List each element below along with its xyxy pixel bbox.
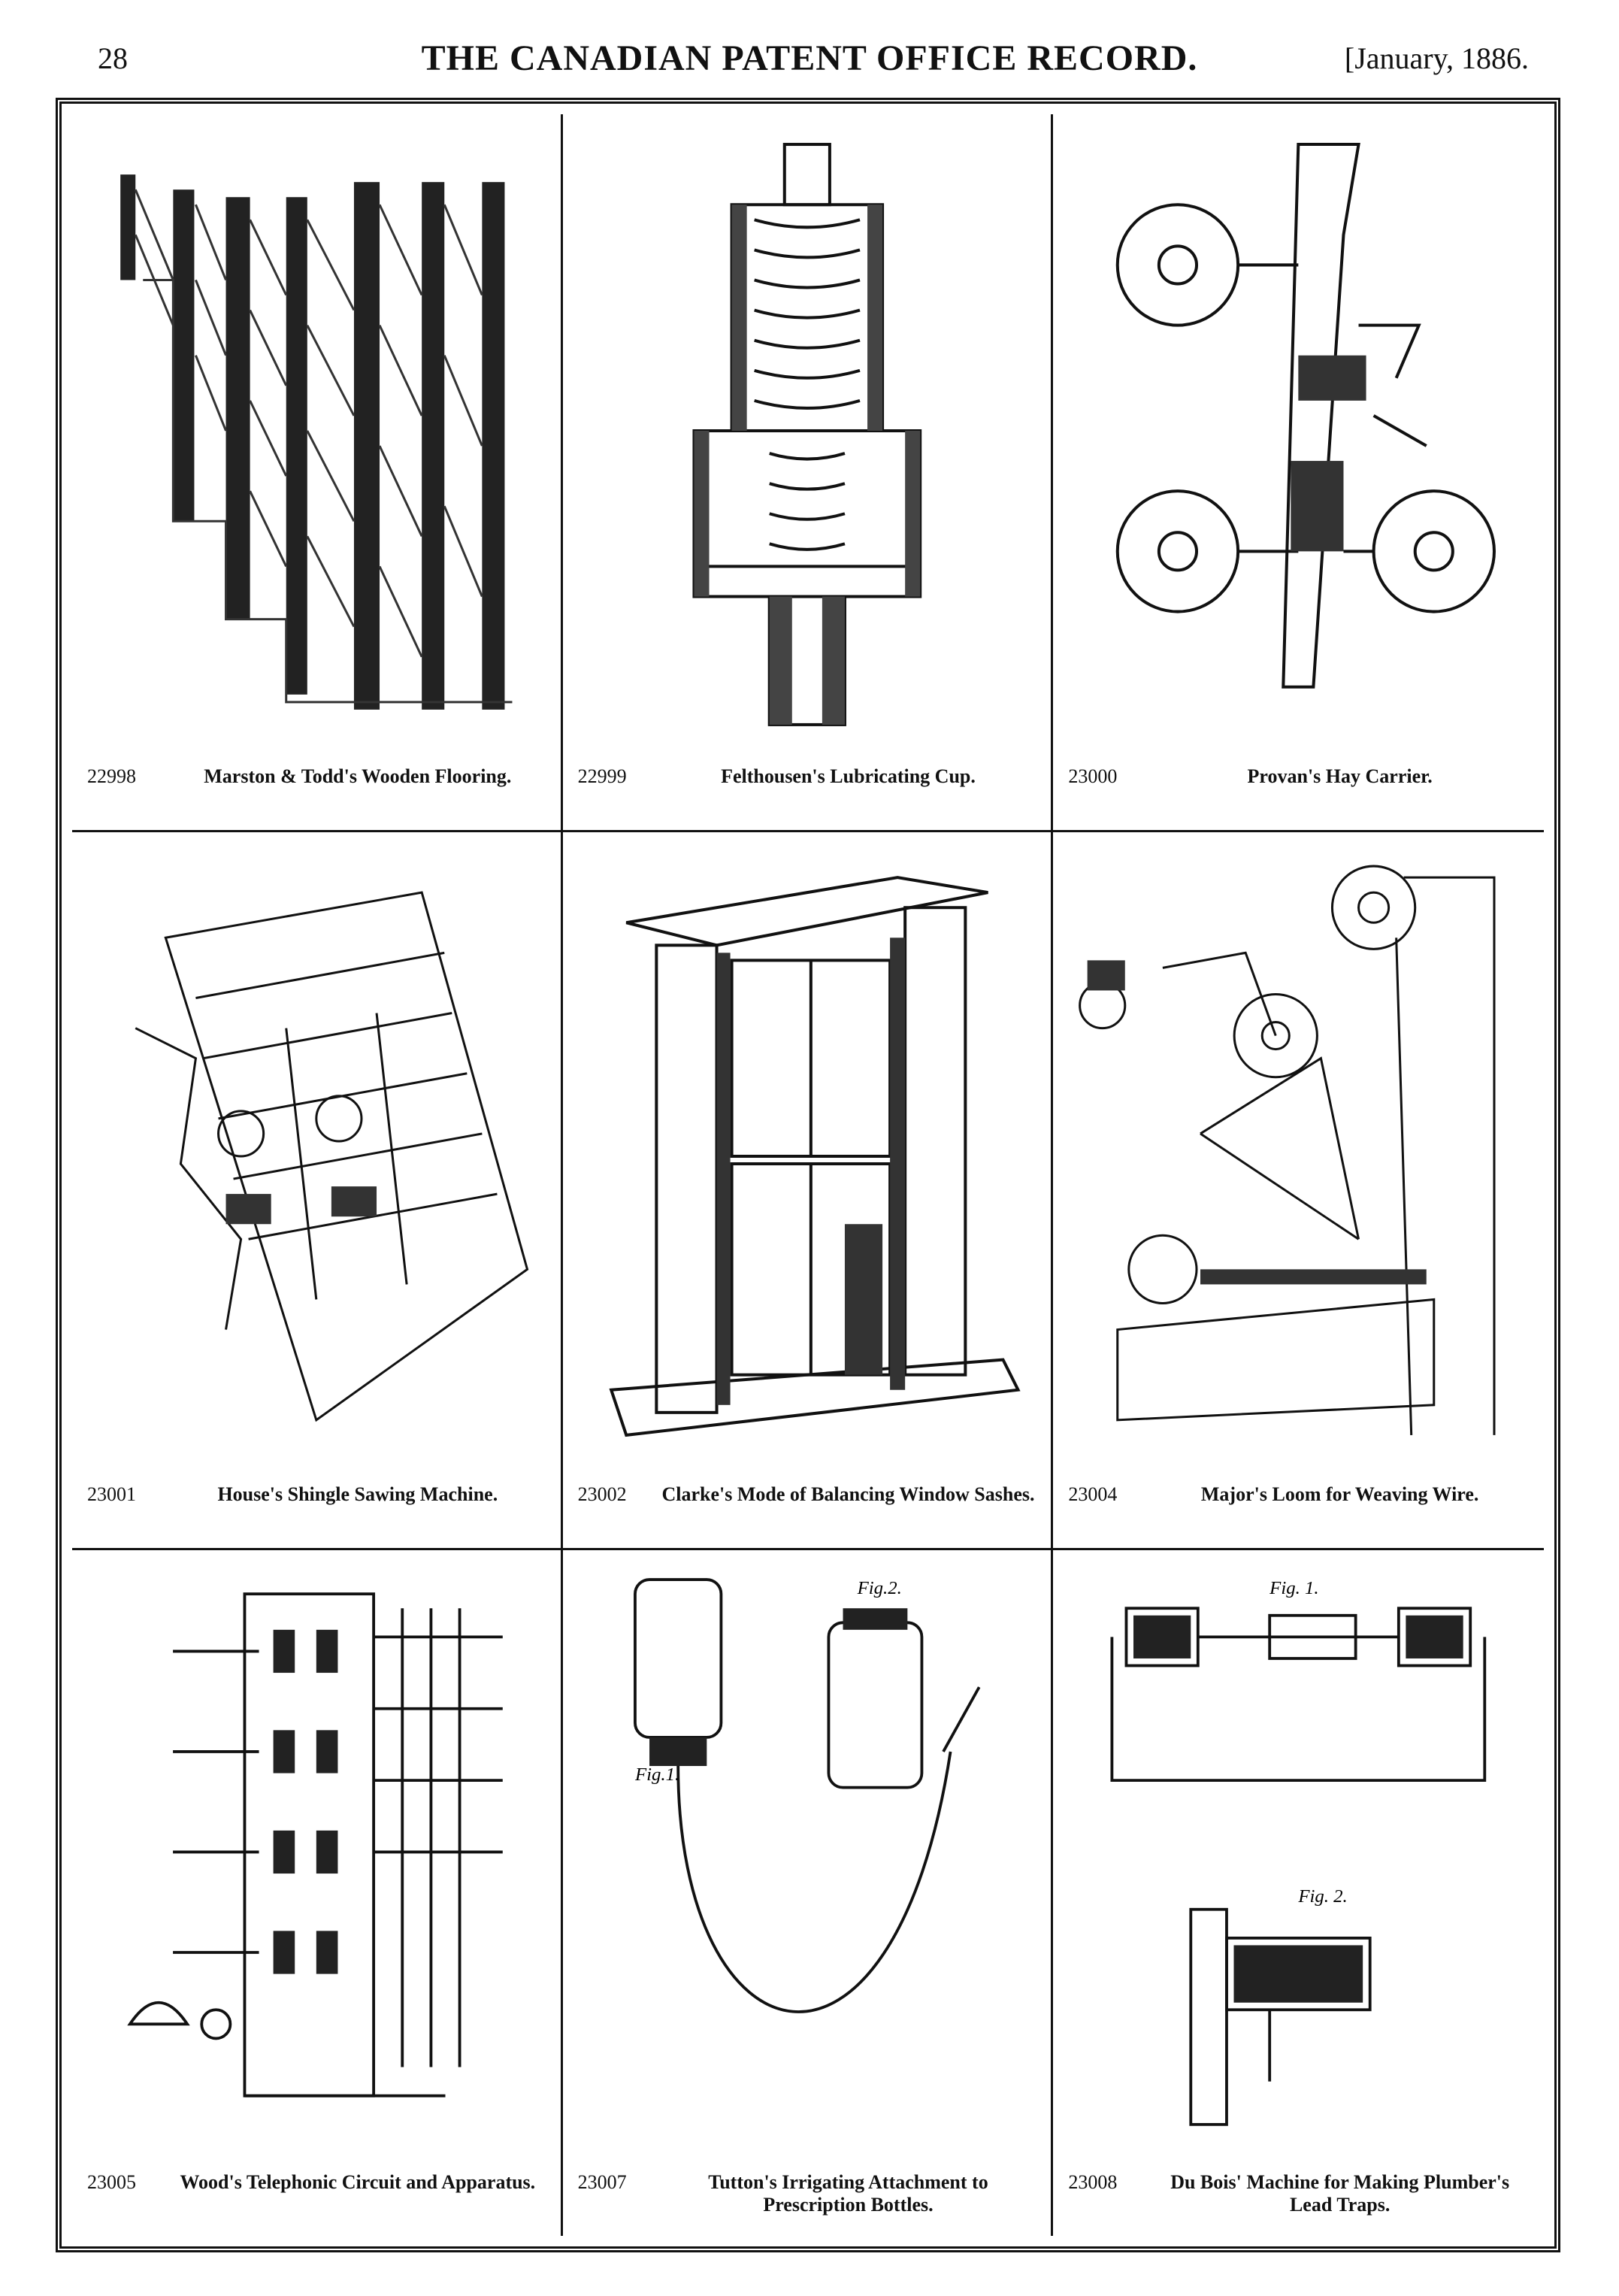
patent-caption: 23005 Wood's Telephonic Circuit and Appa… (87, 2167, 546, 2219)
patent-number: 23007 (577, 2171, 627, 2193)
journal-title: THE CANADIAN PATENT OFFICE RECORD. (421, 38, 1198, 78)
hay-carrier-illustration (1068, 129, 1529, 747)
patent-caption: 22998 Marston & Todd's Wooden Flooring. (87, 761, 546, 813)
patent-caption: 23008 Du Bois' Machine for Making Plumbe… (1068, 2167, 1529, 2219)
patent-number: 23002 (577, 1483, 627, 1505)
patent-caption: 23002 Clarke's Mode of Balancing Window … (578, 1479, 1036, 1531)
patent-number: 23001 (87, 1483, 136, 1505)
window-sash-illustration (578, 847, 1036, 1465)
patent-cell-telephonic-circuit: 23005 Wood's Telephonic Circuit and Appa… (72, 1550, 563, 2236)
patent-title: Major's Loom for Weaving Wire. (1200, 1483, 1479, 1505)
patent-cell-flooring: 22998 Marston & Todd's Wooden Flooring. (72, 114, 563, 832)
figure-label: Fig.2. (856, 1578, 901, 1598)
lubricating-cup-illustration (578, 129, 1036, 747)
patent-caption: 23000 Provan's Hay Carrier. (1068, 761, 1529, 813)
patent-cell-window-sashes: 23002 Clarke's Mode of Balancing Window … (562, 832, 1054, 1550)
patent-title: Du Bois' Machine for Making Plumber's Le… (1170, 2171, 1510, 2216)
patent-title: Marston & Todd's Wooden Flooring. (204, 765, 512, 787)
patent-number: 22998 (87, 765, 136, 787)
patent-cell-hay-carrier: 23000 Provan's Hay Carrier. (1053, 114, 1544, 832)
patent-number: 23004 (1068, 1483, 1118, 1505)
patent-grid: 22998 Marston & Todd's Wooden Flooring. (72, 114, 1544, 2236)
patent-cell-wire-loom: 23004 Major's Loom for Weaving Wire. (1053, 832, 1544, 1550)
figure-label: Fig.1. (634, 1764, 679, 1785)
patent-cell-lubricating-cup: 22999 Felthousen's Lubricating Cup. (562, 114, 1054, 832)
patent-title: House's Shingle Sawing Machine. (217, 1483, 498, 1505)
patent-number: 22999 (577, 765, 627, 787)
page-number: 28 (98, 41, 128, 75)
wire-loom-illustration (1068, 847, 1529, 1465)
telephonic-circuit-illustration (87, 1565, 546, 2153)
flooring-illustration (87, 129, 546, 747)
patent-caption: 23004 Major's Loom for Weaving Wire. (1068, 1479, 1529, 1531)
patent-caption: 23001 House's Shingle Sawing Machine. (87, 1479, 546, 1531)
page-header: 28 THE CANADIAN PATENT OFFICE RECORD. [J… (90, 33, 1529, 86)
patent-number: 23000 (1068, 765, 1118, 787)
figure-label: Fig. 1. (1269, 1578, 1319, 1598)
patent-title: Tutton's Irrigating Attachment to Prescr… (708, 2171, 988, 2216)
patent-title: Provan's Hay Carrier. (1247, 765, 1433, 787)
issue-date: [January, 1886. (1344, 41, 1529, 75)
irrigating-attachment-illustration: Fig.1. Fig.2. (578, 1565, 1036, 2153)
patent-title: Wood's Telephonic Circuit and Apparatus. (180, 2171, 536, 2193)
patent-title: Clarke's Mode of Balancing Window Sashes… (661, 1483, 1035, 1505)
figure-label: Fig. 2. (1298, 1886, 1348, 1907)
patent-cell-shingle-machine: 23001 House's Shingle Sawing Machine. (72, 832, 563, 1550)
patent-cell-lead-traps: Fig. 1. Fig. 2. 23008 Du Bois' Machine f… (1053, 1550, 1544, 2236)
patent-title: Felthousen's Lubricating Cup. (721, 765, 976, 787)
patent-plate-frame: 22998 Marston & Todd's Wooden Flooring. (56, 98, 1560, 2252)
lead-traps-illustration: Fig. 1. Fig. 2. (1068, 1565, 1529, 2153)
shingle-machine-illustration (87, 847, 546, 1465)
patent-cell-irrigating-attachment: Fig.1. Fig.2. 23007 Tutton's Irrigating … (563, 1550, 1054, 2236)
patent-number: 23005 (87, 2171, 136, 2193)
patent-caption: 22999 Felthousen's Lubricating Cup. (578, 761, 1036, 813)
patent-number: 23008 (1068, 2171, 1118, 2193)
patent-caption: 23007 Tutton's Irrigating Attachment to … (578, 2167, 1036, 2219)
